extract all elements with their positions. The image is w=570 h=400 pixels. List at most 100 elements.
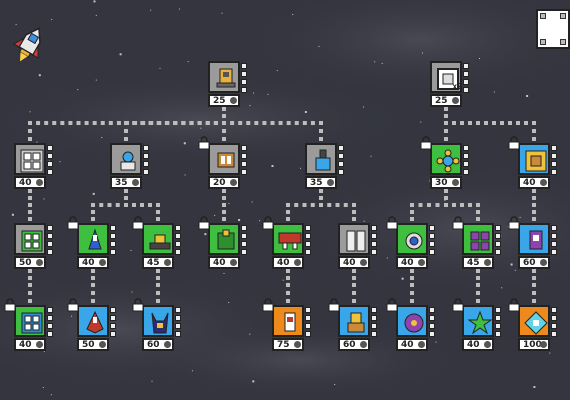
coin-icon [36,179,43,186]
cannon-ship-icon [315,149,331,171]
star [38,74,41,77]
star [381,62,383,64]
upgrade-node[interactable]: 40 [508,136,560,193]
menu-button[interactable] [536,9,570,49]
cost-badge: 25 [208,94,240,107]
blue-grid-icon [21,312,43,334]
star [519,216,521,218]
coin-icon [99,259,106,266]
star [221,12,223,14]
upgrade-tile [14,223,46,255]
cost-value: 45 [467,258,480,268]
upgrade-node[interactable]: 50 [67,298,119,355]
upgrade-node[interactable]: 40 [452,298,504,355]
star [549,352,551,354]
upgrade-level-pips [495,307,501,339]
star [501,287,503,289]
lock-icon [67,297,79,312]
upgrade-tile [14,305,46,337]
coin-icon [484,259,491,266]
star [282,279,284,281]
star [150,9,152,11]
star [200,127,202,129]
star [43,350,45,352]
star [214,214,216,216]
cost-badge: 50 [77,338,109,351]
upgrade-level-pips [371,307,377,339]
star [131,291,133,293]
star [533,386,536,388]
star [259,220,261,222]
cost-value: 75 [277,340,290,350]
cost-value: 25 [213,96,226,106]
upgrade-tile [462,305,494,337]
star [183,142,186,145]
upgrade-level-pips [551,145,557,177]
upgrade-node[interactable]: 60 [328,298,380,355]
green-star-icon [467,310,492,335]
upgrade-node[interactable]: 40 [4,298,56,355]
upgrade-node[interactable]: 30 [420,136,472,193]
upgrade-node[interactable]: 60 [508,216,560,273]
upgrade-node[interactable]: 20 [198,136,250,193]
lock-icon [386,215,398,230]
cost-badge: 40 [462,338,494,351]
cost-value: 40 [401,258,414,268]
star [292,14,294,15]
cost-badge: 100 [518,338,550,351]
lock-icon [198,215,210,230]
cost-badge: 35 [305,176,337,189]
star [318,46,320,47]
green-tank-icon [217,229,235,250]
upgrade-node[interactable]: 100 [508,298,560,355]
upgrade-node[interactable]: 40 [386,216,438,273]
star [253,92,255,94]
upgrade-node[interactable]: 60 [132,298,184,355]
upgrade-node[interactable]: 50 [14,223,56,273]
star [119,53,122,56]
upgrade-tile [518,143,550,175]
upgrade-node[interactable]: 40 [198,216,250,273]
star [50,394,52,396]
upgrade-node[interactable]: 45 [452,216,504,273]
lock-icon [452,297,464,312]
upgrade-node[interactable]: 35 [305,143,347,193]
upgrade-level-pips [463,145,469,177]
upgrade-node[interactable]: 45 [132,216,184,273]
star [36,141,38,143]
star [184,174,186,176]
coin-icon [164,259,171,266]
upgrade-tile [142,223,174,255]
upgrade-node[interactable]: 40 [67,216,119,273]
cyan-diamond-icon [524,311,548,335]
cost-value: 45 [147,258,160,268]
upgrade-node[interactable]: 40 [338,223,380,273]
coin-icon [452,97,459,104]
coin-icon [132,179,139,186]
green-grid-icon [21,230,43,252]
yellow-turret-icon [149,234,171,250]
star [420,121,422,123]
star [11,213,14,216]
lock-icon [67,215,79,230]
cost-value: 50 [82,340,95,350]
star [228,302,230,303]
upgrade-tile [338,223,370,255]
upgrade-node[interactable]: 40 [14,143,56,193]
star [178,8,180,10]
lock-icon [508,135,520,150]
cost-badge: 50 [14,256,46,269]
upgrade-node[interactable]: 40 [386,298,438,355]
upgrade-node[interactable]: 75 [262,298,314,355]
upgrade-node[interactable]: 35 [110,143,152,193]
upgrade-level-pips [175,307,181,339]
cost-badge: 40 [14,176,46,189]
upgrade-node[interactable]: 40 [262,216,314,273]
star [267,93,269,95]
coin-icon [360,341,367,348]
star [204,233,207,236]
upgrade-level-pips [551,307,557,339]
upgrade-node[interactable]: 25 [208,61,250,111]
cost-badge: 35 [110,176,142,189]
